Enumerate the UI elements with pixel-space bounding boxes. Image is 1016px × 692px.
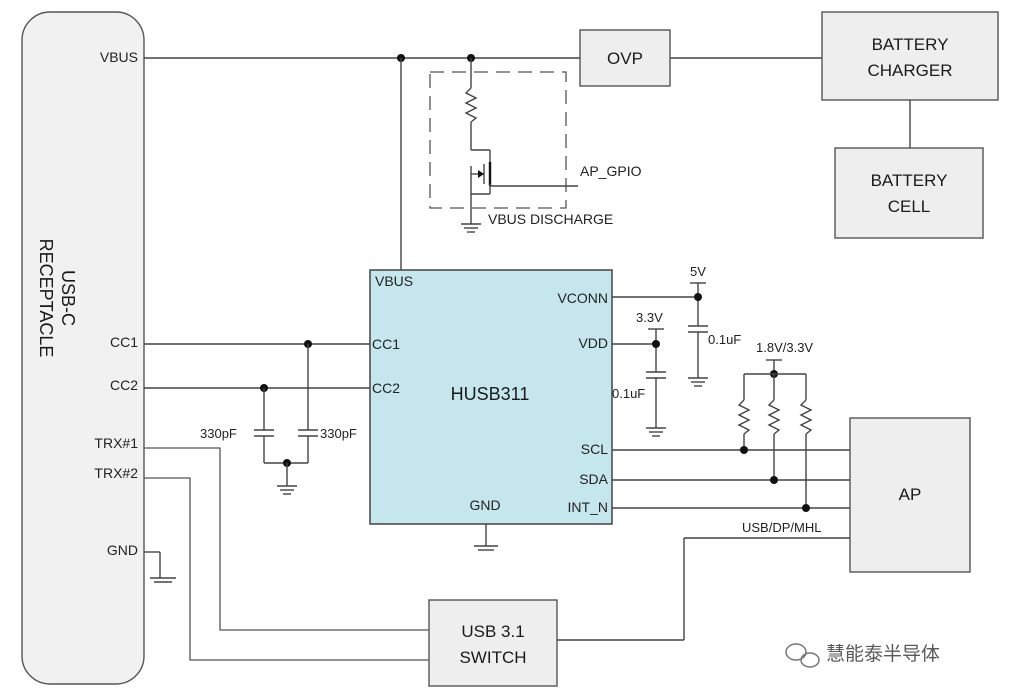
ovp-block: OVP (579, 29, 671, 87)
cap-cc-right-label: 330pF (320, 426, 357, 441)
ovp-label: OVP (607, 49, 643, 68)
switch-label-line1: USB 3.1 (461, 622, 524, 641)
usb-switch-block: USB 3.1 SWITCH (428, 599, 558, 687)
cell-label-line1: BATTERY (871, 171, 948, 190)
ap-block: AP (849, 417, 971, 573)
wechat-icon (785, 643, 820, 668)
usb-dp-mhl-bus: USB/DP/MHL (557, 520, 850, 641)
vconn-supply: 5V 0.1uF (612, 264, 741, 387)
cap-cc-left-label: 330pF (200, 426, 237, 441)
cap-vdd-label: 0.1uF (612, 386, 645, 401)
ap-gpio-label: AP_GPIO (580, 163, 642, 179)
ap-label: AP (899, 485, 922, 504)
chip-pin-vbus: VBUS (375, 273, 413, 289)
chip-pin-gnd: GND (469, 497, 500, 513)
cc-nets: 330pF 330pF (144, 340, 370, 495)
supply-5v-label: 5V (690, 264, 706, 279)
chip-pin-vconn: VCONN (557, 290, 608, 306)
pin-cc2-label: CC2 (110, 377, 138, 393)
watermark: 慧能泰半导体 (785, 643, 940, 668)
chip-pin-int-n: INT_N (568, 499, 608, 515)
pin-trx2-label: TRX#2 (94, 465, 138, 481)
vbus-discharge-label: VBUS DISCHARGE (488, 211, 613, 227)
chip-pin-sda: SDA (579, 471, 608, 487)
charger-label-line1: BATTERY (872, 35, 949, 54)
watermark-text: 慧能泰半导体 (826, 643, 940, 665)
vbus-net (144, 54, 822, 270)
usb-bus-label: USB/DP/MHL (742, 520, 821, 535)
pin-gnd-label: GND (107, 542, 138, 558)
charger-label-line2: CHARGER (867, 61, 952, 80)
receptacle-title-line1: USB-C (58, 270, 78, 326)
chip-name: HUSB311 (451, 384, 530, 404)
husb311-chip: HUSB311 VBUS CC1 CC2 GND VCONN VDD SCL S… (369, 269, 613, 525)
vbus-discharge-circuit: AP_GPIO VBUS DISCHARGE (429, 58, 642, 233)
chip-pin-vdd: VDD (578, 335, 608, 351)
trx-lines (144, 447, 429, 661)
i2c-bus: 1.8V/3.3V (612, 340, 850, 512)
switch-label-line2: SWITCH (459, 648, 526, 667)
receptacle-title-line2: RECEPTACLE (36, 239, 56, 358)
chip-ground (474, 524, 498, 551)
receptacle-ground (144, 551, 176, 583)
pin-trx1-label: TRX#1 (94, 435, 138, 451)
cap-vconn-label: 0.1uF (708, 332, 741, 347)
battery-cell-block: BATTERY CELL (834, 147, 984, 239)
pin-cc1-label: CC1 (110, 334, 138, 350)
pin-vbus-label: VBUS (100, 49, 138, 65)
chip-pin-cc1: CC1 (372, 336, 400, 352)
chip-pin-cc2: CC2 (372, 380, 400, 396)
battery-charger-block: BATTERY CHARGER (821, 11, 999, 101)
supply-3v3-label: 3.3V (636, 310, 663, 325)
chip-pin-scl: SCL (581, 441, 608, 457)
cell-label-line2: CELL (888, 197, 931, 216)
usb-c-receptacle: USB-C RECEPTACLE VBUS CC1 CC2 TRX#1 TRX#… (21, 11, 145, 685)
vdd-supply: 3.3V 0.1uF (612, 310, 666, 437)
pullup-rail-label: 1.8V/3.3V (756, 340, 813, 355)
